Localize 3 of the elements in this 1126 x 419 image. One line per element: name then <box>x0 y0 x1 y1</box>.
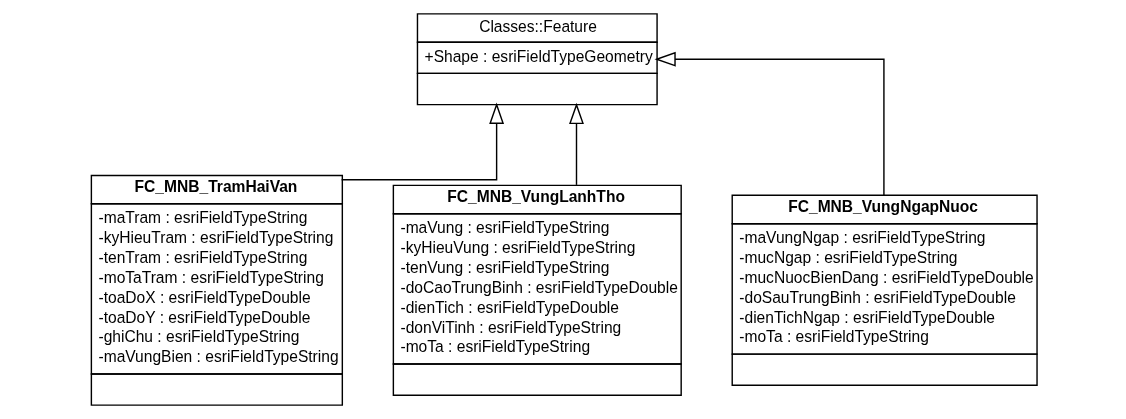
arrow <box>568 102 584 186</box>
arrow <box>653 51 885 196</box>
arrow <box>340 102 504 181</box>
